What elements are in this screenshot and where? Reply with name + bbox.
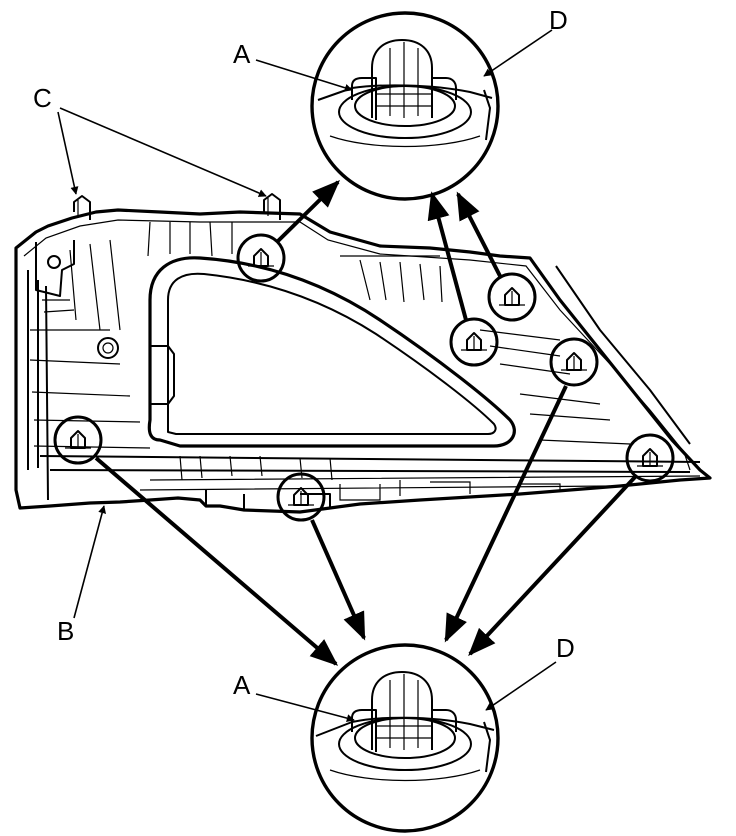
label-a-bottom: A <box>233 670 251 700</box>
arrow-upper-right-clip <box>456 191 502 277</box>
arrow-left-clip <box>94 456 339 666</box>
trim-panel <box>14 208 712 514</box>
arrow-far-right-clip <box>468 474 638 657</box>
clip-circle-center-right <box>449 317 499 367</box>
clip-circle-top <box>236 233 286 283</box>
arrow-right-clip <box>444 385 568 643</box>
label-d-top: D <box>549 5 568 35</box>
label-leaders <box>57 29 557 723</box>
tab-left <box>73 195 91 220</box>
magnified-clip-top <box>310 11 500 201</box>
arrow-top-clip <box>276 180 340 243</box>
label-d-bottom: D <box>556 633 575 663</box>
clip-circle-far-right <box>625 433 675 483</box>
arrow-bottom-clip <box>310 519 366 641</box>
clip-circle-bottom <box>276 472 326 522</box>
connector-arrows <box>94 180 638 666</box>
magnified-clip-bottom <box>310 643 500 833</box>
label-a-top: A <box>233 39 251 69</box>
tab-right <box>263 193 281 220</box>
label-c: C <box>33 83 52 113</box>
clip-circle-upper-right <box>487 272 537 322</box>
clip-circle-left <box>53 415 103 465</box>
label-b: B <box>57 616 74 646</box>
clip-circle-right <box>549 337 599 387</box>
arrow-center-right-clip <box>427 191 468 321</box>
